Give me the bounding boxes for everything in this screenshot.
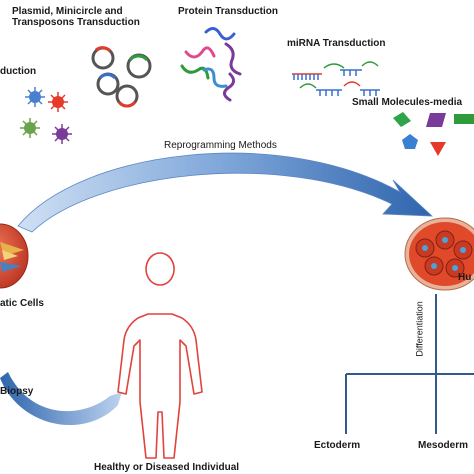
plasmid-label-line2: Transposons Transduction <box>12 17 140 28</box>
viral-transduction-label: duction <box>0 66 37 77</box>
somatic-cells-dish <box>0 223 29 289</box>
virus-particles <box>20 87 72 144</box>
protein-label: Protein Transduction <box>178 6 279 17</box>
human-ipsc-label: Hu <box>458 272 472 283</box>
differentiation-label: Differentiation <box>414 301 425 357</box>
ectoderm-label: Ectoderm <box>314 440 361 451</box>
mesoderm-label: Mesoderm <box>418 440 469 451</box>
plasmid-label: Plasmid, Minicircle and Transposons Tran… <box>12 6 140 28</box>
biopsy-label: Biopsy <box>0 386 34 397</box>
reprogramming-arrow <box>17 152 434 233</box>
small-molecule-shapes <box>393 112 474 156</box>
ipsc-colony-dish <box>404 217 474 291</box>
mirna-label: miRNA Transduction <box>287 38 386 49</box>
reprogramming-methods-label: Reprogramming Methods <box>164 140 277 151</box>
small-molecules-label: Small Molecules-media <box>352 97 463 108</box>
somatic-cells-label: atic Cells <box>0 298 44 309</box>
plasmid-circles <box>91 46 152 108</box>
plasmid-label-line1: Plasmid, Minicircle and <box>12 6 123 17</box>
biopsy-arrow <box>0 372 122 426</box>
human-body-outline <box>117 252 203 459</box>
mirna-strands <box>292 61 380 96</box>
differentiation-tree <box>345 294 474 434</box>
protein-molecules <box>180 27 242 102</box>
individual-label: Healthy or Diseased Individual <box>94 462 240 473</box>
